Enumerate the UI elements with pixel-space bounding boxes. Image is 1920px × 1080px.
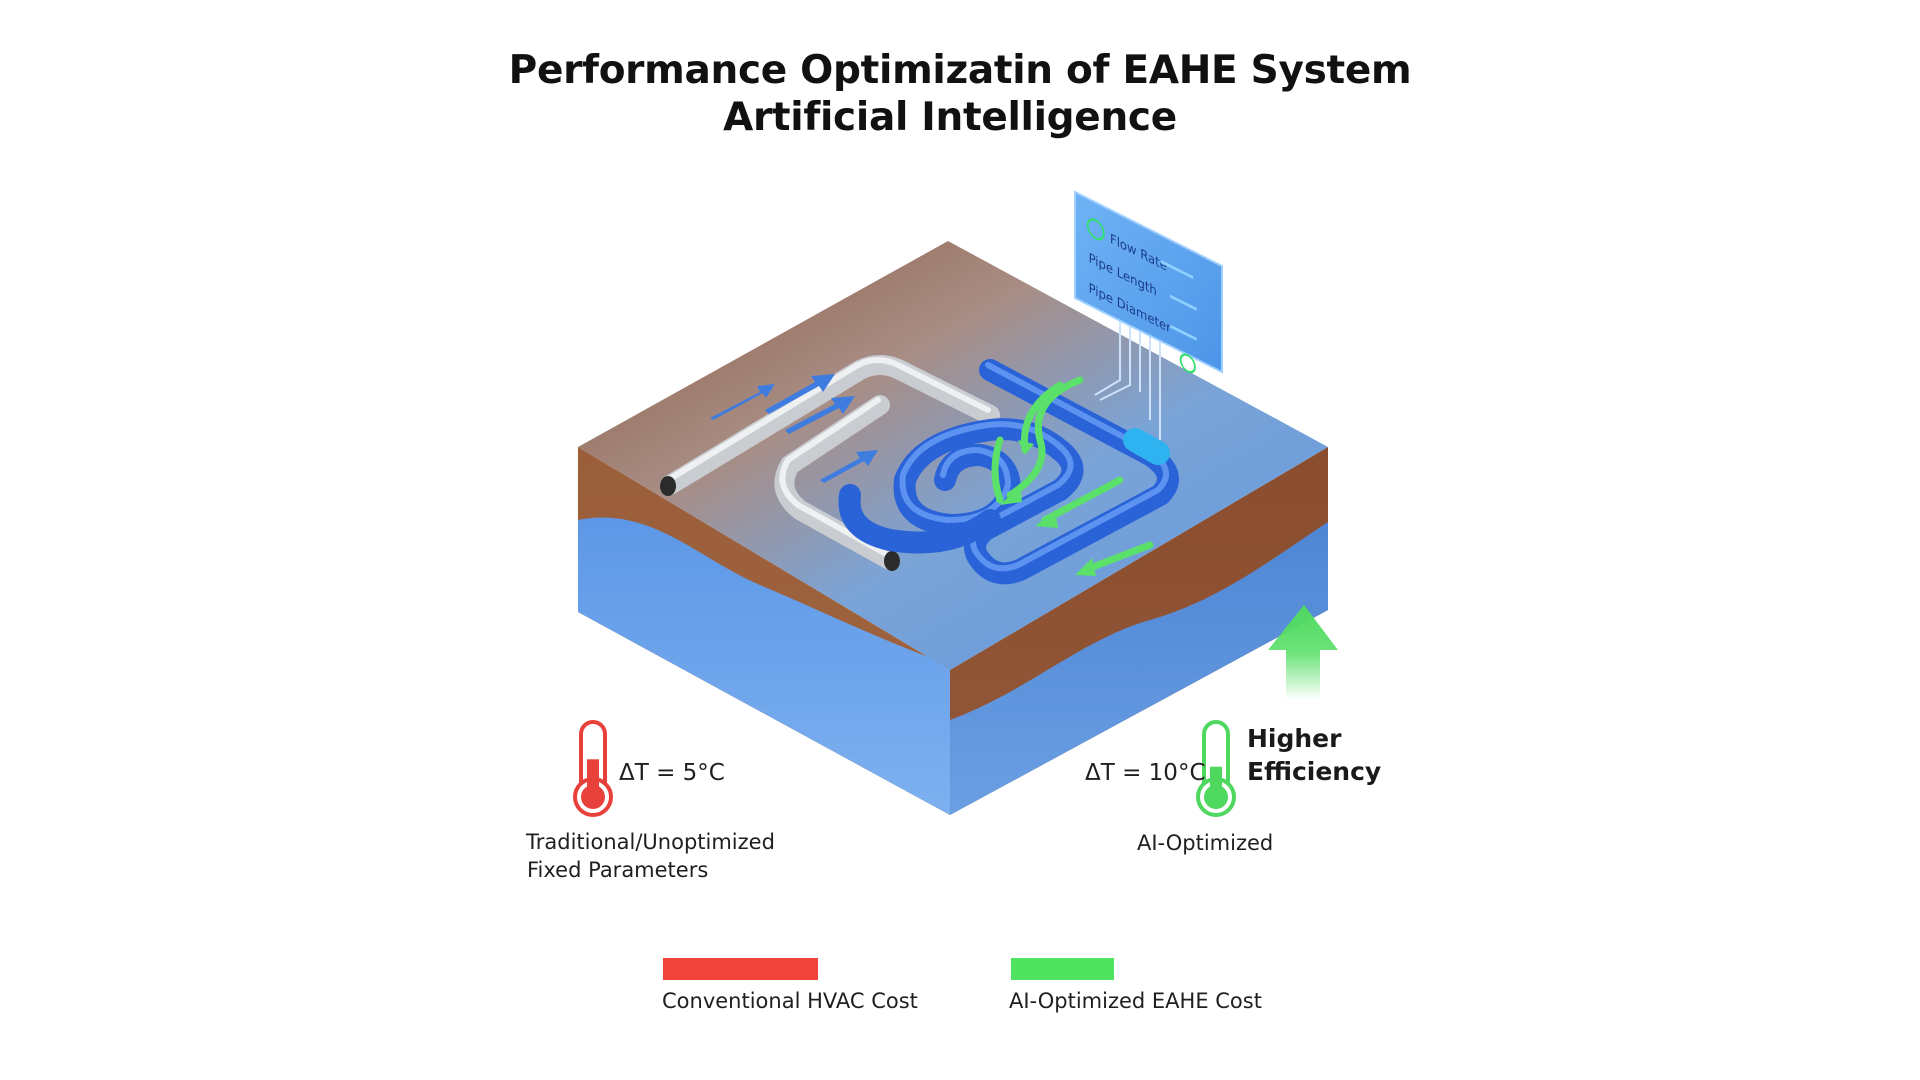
legend-swatch-conventional [663, 958, 818, 980]
delta-t-optimized: ΔT = 10°C [1085, 760, 1206, 786]
caption-unoptimized-line-1: Traditional/Unoptimized [526, 830, 775, 854]
legend-label-optimized: AI-Optimized EAHE Cost [1009, 989, 1262, 1013]
gauge-icon [1086, 218, 1105, 241]
page-title-line-2: Artificial Intelligence [723, 95, 1177, 140]
thermometer-green-icon [1196, 720, 1236, 817]
blue-flow-arrows [710, 374, 878, 483]
page-title-line-1: Performance Optimizatin of EAHE System [508, 48, 1412, 93]
efficiency-up-arrow [1268, 605, 1338, 700]
block-left-face [578, 447, 950, 815]
unoptimized-pipe [660, 355, 1000, 571]
legend-label-conventional: Conventional HVAC Cost [662, 989, 918, 1013]
efficiency-label-line-1: Higher [1247, 724, 1342, 753]
legend-swatch-optimized [1011, 958, 1114, 980]
green-heat-arrows [991, 376, 1154, 574]
status-icon [1179, 353, 1196, 374]
caption-unoptimized-line-2: Fixed Parameters [527, 858, 709, 882]
caption-optimized: AI-Optimized [1137, 831, 1274, 855]
optimized-coil-pipe [838, 359, 1179, 585]
block-right-face [950, 447, 1328, 815]
delta-t-unoptimized: ΔT = 5°C [619, 760, 725, 786]
green-arrow-heads [1000, 440, 1096, 576]
thermometer-red-icon [573, 720, 613, 817]
parameter-panel: Flow Rate Pipe Length Pipe Diameter [1074, 190, 1223, 374]
efficiency-label-line-2: Efficiency [1247, 757, 1382, 786]
